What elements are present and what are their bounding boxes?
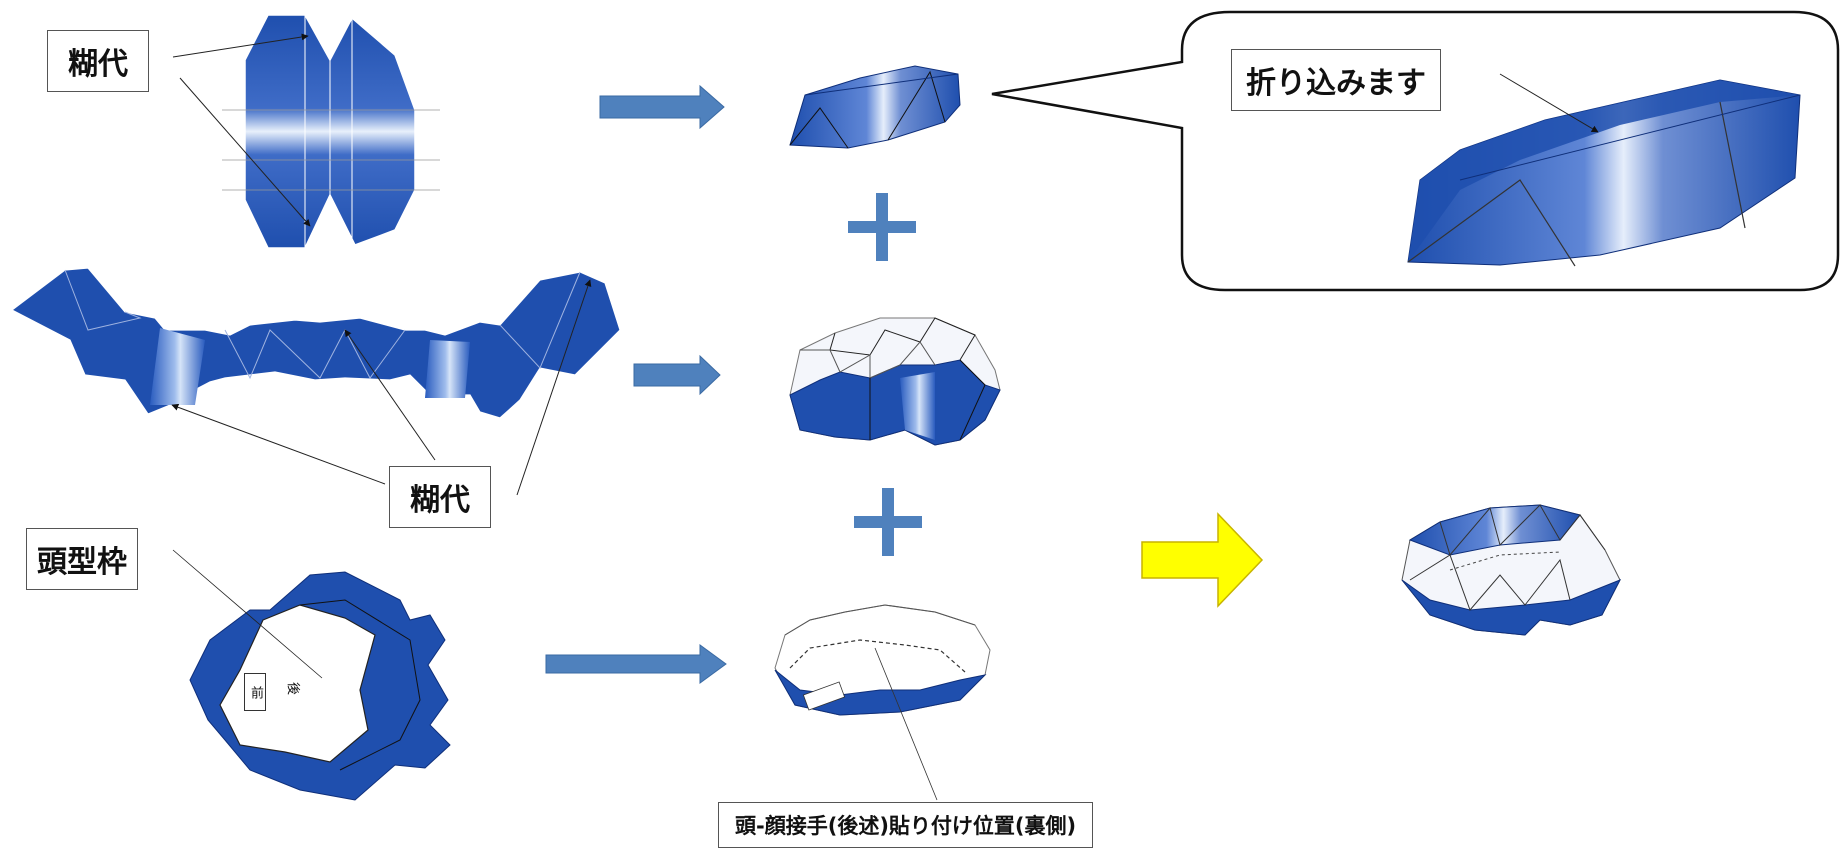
assembled-base bbox=[774, 604, 991, 716]
leader-line bbox=[179, 77, 311, 227]
final-head bbox=[1401, 504, 1622, 636]
glue-tab-label-middle: 糊代 bbox=[389, 466, 491, 528]
assembled-body bbox=[789, 317, 1001, 446]
leader-line bbox=[344, 329, 436, 461]
back-mark: 後 bbox=[285, 681, 301, 696]
folded-lid-small bbox=[789, 65, 961, 149]
plus-icon bbox=[848, 193, 916, 261]
arrow-right-icon bbox=[633, 354, 721, 396]
fold-in-label: 折り込みます bbox=[1231, 49, 1441, 111]
arrow-right-icon bbox=[545, 644, 727, 684]
leader-line bbox=[874, 647, 938, 801]
attach-position-label: 頭-顔接手(後述)貼り付け位置(裏側) bbox=[718, 802, 1094, 848]
glue-tab-label-top: 糊代 bbox=[47, 30, 149, 92]
leader-line bbox=[172, 33, 309, 58]
callout-bubble bbox=[991, 10, 1840, 292]
head-frame-ring bbox=[189, 571, 451, 801]
yellow-arrow-icon bbox=[1141, 512, 1264, 608]
leader-line bbox=[516, 279, 592, 496]
front-mark: 前 bbox=[244, 673, 266, 711]
plus-icon bbox=[854, 488, 922, 556]
leader-line bbox=[171, 403, 386, 485]
flat-strip-middle bbox=[10, 267, 621, 419]
leader-line bbox=[172, 549, 323, 679]
arrow-right-icon bbox=[599, 84, 725, 130]
flat-piece-top bbox=[222, 14, 440, 249]
head-frame-label: 頭型枠 bbox=[26, 528, 138, 590]
leader-line bbox=[1499, 73, 1599, 133]
